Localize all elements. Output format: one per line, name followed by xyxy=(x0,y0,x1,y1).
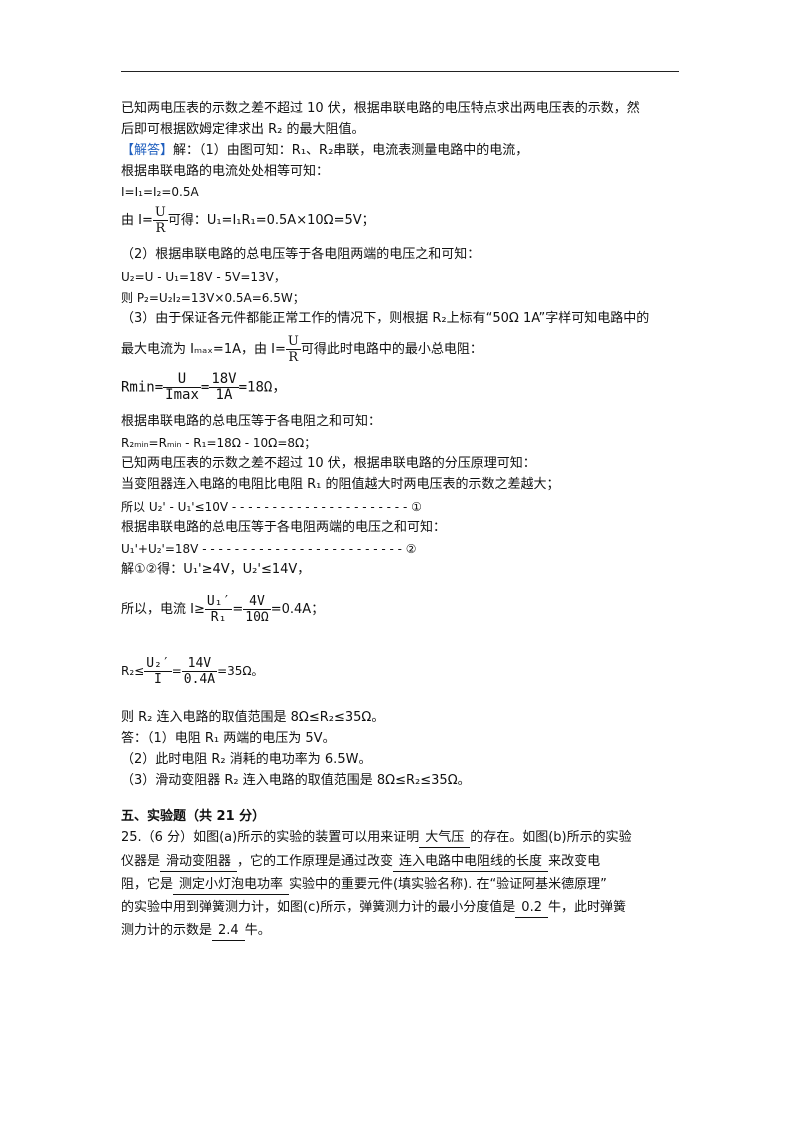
numerator: 18V xyxy=(209,371,239,388)
q-text: ，它的工作原理是通过改变 xyxy=(237,854,394,869)
q-text: 牛，此时弹簧 xyxy=(547,900,626,915)
eq-post: =35Ω。 xyxy=(217,664,264,678)
eq-pre: R₂≤ xyxy=(121,664,145,678)
numerator: U₂′ xyxy=(144,656,172,672)
denominator: 1A xyxy=(215,387,233,403)
numerator: U xyxy=(163,372,201,388)
equation-line: I=I₁=I₂=0.5A xyxy=(121,185,199,199)
q-text: 阻，它是 xyxy=(121,877,174,892)
text-line: 当变阻器连入电路的电阻比电阻 R₁ 的阻值越大时两电压表的示数之差越大； xyxy=(121,477,560,492)
equation-line: U₁'+U₂'=18V - - - - - - - - - - - - - - … xyxy=(121,542,417,556)
text-line: 则 R₂ 连入电路的取值范围是 8Ω≤R₂≤35Ω。 xyxy=(121,710,385,725)
q-text: 的存在。如图(b)所示的实验 xyxy=(470,830,632,845)
eq-lhs: Rmin= xyxy=(121,379,164,396)
q-text: 25.（6 分）如图(a)所示的实验的装置可以用来证明 xyxy=(121,830,420,845)
q-text: 的实验中用到弹簧测力计，如图(c)所示，弹簧测力计的最小分度值是 xyxy=(121,900,516,915)
numerator: U xyxy=(285,334,301,350)
text-line: 根据串联电路的总电压等于各电阻两端的电压之和可知： xyxy=(121,520,447,535)
text-line: （2）根据串联电路的总电压等于各电阻两端的电压之和可知： xyxy=(121,247,481,262)
eq-post: 可得：U₁=I₁R₁=0.5A×10Ω=5V； xyxy=(167,213,375,228)
denominator: I xyxy=(154,672,162,687)
answer-blank: 2.4 xyxy=(212,922,245,941)
eq-sign: = xyxy=(200,379,210,396)
numerator: U xyxy=(152,205,168,221)
eq-post: =18Ω， xyxy=(238,379,287,396)
equation-line: R₂ₘᵢₙ=Rₘᵢₙ - R₁=18Ω - 10Ω=8Ω； xyxy=(121,436,317,450)
eq-pre: 所以，电流 I≥ xyxy=(121,602,205,617)
text-line: 答：（1）电阻 R₁ 两端的电压为 5V。 xyxy=(121,731,336,746)
text-line: 已知两电压表的示数之差不超过 10 伏，根据串联电路的电压特点求出两电压表的示数… xyxy=(121,101,640,116)
equation-line: U₂=U - U₁=18V - 5V=13V， xyxy=(121,270,286,284)
eq-post: =0.4A； xyxy=(270,602,325,617)
denominator: 0.4A xyxy=(183,672,216,687)
answer-tag: 【解答】 xyxy=(121,143,174,158)
q-text: 来改变电 xyxy=(548,854,601,869)
eq-sign: = xyxy=(232,602,244,617)
answer-intro: 解：（1）由图可知：R₁、R₂串联，电流表测量电路中的电流， xyxy=(173,143,529,158)
text-line: 后即可根据欧姆定律求出 R₂ 的最大阻值。 xyxy=(121,122,365,137)
numerator: 4V xyxy=(243,594,271,610)
text-line: 【解答】解：（1）由图可知：R₁、R₂串联，电流表测量电路中的电流， xyxy=(121,142,528,160)
eq-pre: 由 I= xyxy=(121,213,153,228)
answer-blank: 滑动变阻器 xyxy=(160,853,238,872)
q-text: 仪器是 xyxy=(121,854,161,869)
text-line: 已知两电压表的示数之差不超过 10 伏，根据串联电路的分压原理可知： xyxy=(121,456,536,471)
eq-sign: = xyxy=(171,664,182,678)
question-line: 仪器是滑动变阻器，它的工作原理是通过改变连入电路中电阻线的长度来改变电 xyxy=(121,853,600,872)
question-line: 阻，它是测定小灯泡电功率实验中的重要元件(填实验名称). 在“验证阿基米德原理” xyxy=(121,876,607,895)
fraction: U₂′I xyxy=(144,656,172,687)
eq-post: 可得此时电路中的最小总电阻： xyxy=(300,342,483,357)
answer-blank: 测定小灯泡电功率 xyxy=(173,876,290,895)
question-line: 25.（6 分）如图(a)所示的实验的装置可以用来证明大气压的存在。如图(b)所… xyxy=(121,829,632,848)
text-line: （2）此时电阻 R₂ 消耗的电功率为 6.5W。 xyxy=(121,752,372,767)
denominator: Imax xyxy=(165,387,199,403)
answer-blank: 连入电路中电阻线的长度 xyxy=(393,853,549,872)
text-line: 根据串联电路的总电压等于各电阻之和可知： xyxy=(121,414,382,429)
text-line: 根据串联电路的电流处处相等可知： xyxy=(121,164,330,179)
answer-blank: 大气压 xyxy=(419,829,471,848)
numerator: U₁′ xyxy=(204,594,233,610)
denominator: R₁ xyxy=(210,610,227,625)
eq-pre: 最大电流为 Iₘₐₓ=1A，由 I= xyxy=(121,342,286,357)
q-text: 测力计的示数是 xyxy=(121,923,213,938)
fraction: U₁′R₁ xyxy=(204,594,233,625)
denominator: 10Ω xyxy=(245,610,269,625)
denominator: R xyxy=(288,350,299,365)
q-text: 实验中的重要元件(填实验名称). 在“验证阿基米德原理” xyxy=(289,877,607,892)
q-text: 牛。 xyxy=(244,923,271,938)
text-line: （3）由于保证各元件都能正常工作的情况下，则根据 R₂上标有“50Ω 1A”字样… xyxy=(121,311,650,326)
text-line: 解①②得：U₁'≥4V，U₂'≤14V， xyxy=(121,562,311,577)
text-line: （3）滑动变阻器 R₂ 连入电路的取值范围是 8Ω≤R₂≤35Ω。 xyxy=(121,773,471,788)
equation-line: 所以 U₂' - U₁'≤10V - - - - - - - - - - - -… xyxy=(121,500,422,514)
equation-line: 则 P₂=U₂I₂=13V×0.5A=6.5W； xyxy=(121,291,305,305)
denominator: R xyxy=(155,221,166,236)
numerator: 14V xyxy=(181,656,218,672)
section-title: 五、实验题（共 21 分） xyxy=(121,809,266,824)
header-rule xyxy=(121,71,679,72)
answer-blank: 0.2 xyxy=(515,899,548,918)
